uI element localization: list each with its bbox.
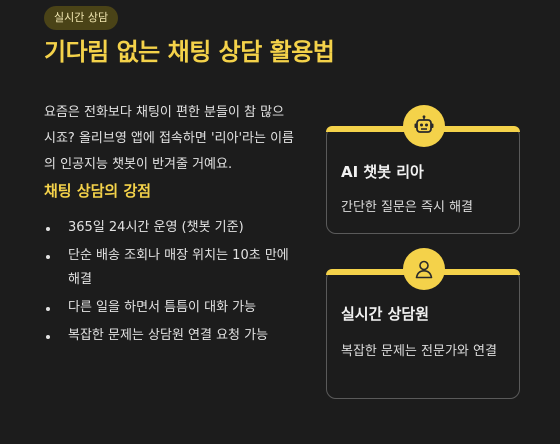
intro-paragraph: 요즘은 전화보다 채팅이 편한 분들이 참 많으시죠? 올리브영 앱에 접속하면… xyxy=(44,105,294,172)
card-live-agent: 실시간 상담원 복잡한 문제는 전문가와 연결 xyxy=(326,248,520,399)
card-title: AI 챗봇 리아 xyxy=(341,163,424,181)
strengths-heading: 채팅 상담의 강점 xyxy=(44,182,152,200)
robot-icon xyxy=(403,105,445,147)
card-description: 간단한 질문은 즉시 해결 xyxy=(341,200,473,215)
list-item: 단순 배송 조회나 매장 위치는 10초 만에 해결 xyxy=(44,244,294,292)
user-icon xyxy=(403,248,445,290)
strengths-list: 365일 24시간 운영 (챗봇 기준) 단순 배송 조회나 매장 위치는 10… xyxy=(44,216,294,352)
page-title: 기다림 없는 채팅 상담 활용법 xyxy=(44,38,335,66)
list-item: 365일 24시간 운영 (챗봇 기준) xyxy=(44,216,294,240)
card-ai-chatbot: AI 챗봇 리아 간단한 질문은 즉시 해결 xyxy=(326,105,520,234)
card-title: 실시간 상담원 xyxy=(341,305,430,323)
list-item: 복잡한 문제는 상담원 연결 요청 가능 xyxy=(44,324,294,348)
card-description: 복잡한 문제는 전문가와 연결 xyxy=(341,344,497,359)
list-item: 다른 일을 하면서 틈틈이 대화 가능 xyxy=(44,296,294,320)
section-badge: 실시간 상담 xyxy=(44,6,119,30)
